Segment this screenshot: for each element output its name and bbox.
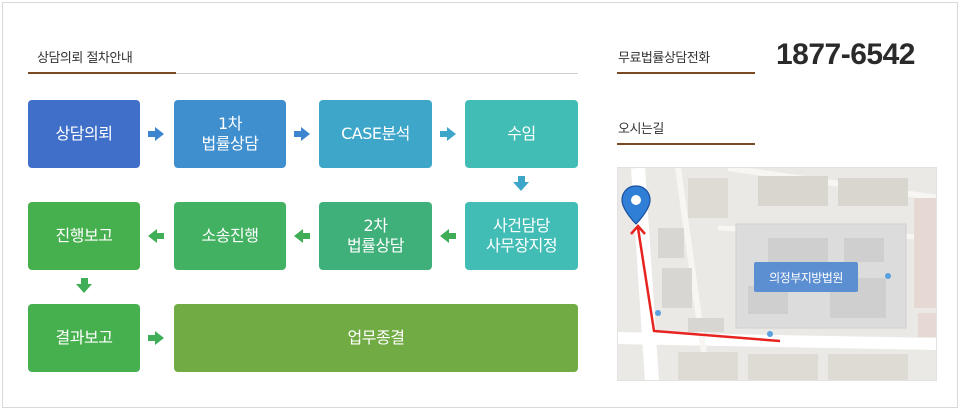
step-label: 업무종결 (347, 328, 405, 347)
procedure-divider (176, 73, 578, 74)
location-map[interactable] (617, 167, 937, 381)
step-case-analysis[interactable]: CASE분석 (319, 100, 432, 168)
phone-number[interactable]: 1877-6542 (776, 38, 915, 71)
step-label: CASE분석 (341, 124, 410, 143)
location-marker-icon (621, 185, 651, 225)
step-label: 진행보고 (55, 226, 113, 245)
phone-title: 무료법률상담전화 (618, 51, 710, 66)
step-acceptance[interactable]: 수임 (465, 100, 578, 168)
directions-title-underline (617, 143, 755, 145)
procedure-title-underline (28, 72, 176, 74)
step-label: 소송진행 (201, 226, 259, 245)
step-label: 상담의뢰 (55, 124, 113, 143)
step-label: 결과보고 (55, 328, 113, 347)
step-result-report[interactable]: 결과보고 (28, 304, 140, 372)
step-consult-request[interactable]: 상담의뢰 (28, 100, 140, 168)
phone-title-underline (617, 72, 755, 74)
procedure-title: 상담의뢰 절차안내 (37, 51, 133, 66)
court-label: 의정부지방법원 (754, 262, 858, 292)
step-progress-report[interactable]: 진행보고 (28, 202, 140, 270)
step-litigation[interactable]: 소송진행 (174, 202, 286, 270)
directions-title: 오시는길 (618, 122, 664, 137)
step-label: 수임 (507, 124, 536, 143)
step-work-complete[interactable]: 업무종결 (174, 304, 578, 372)
